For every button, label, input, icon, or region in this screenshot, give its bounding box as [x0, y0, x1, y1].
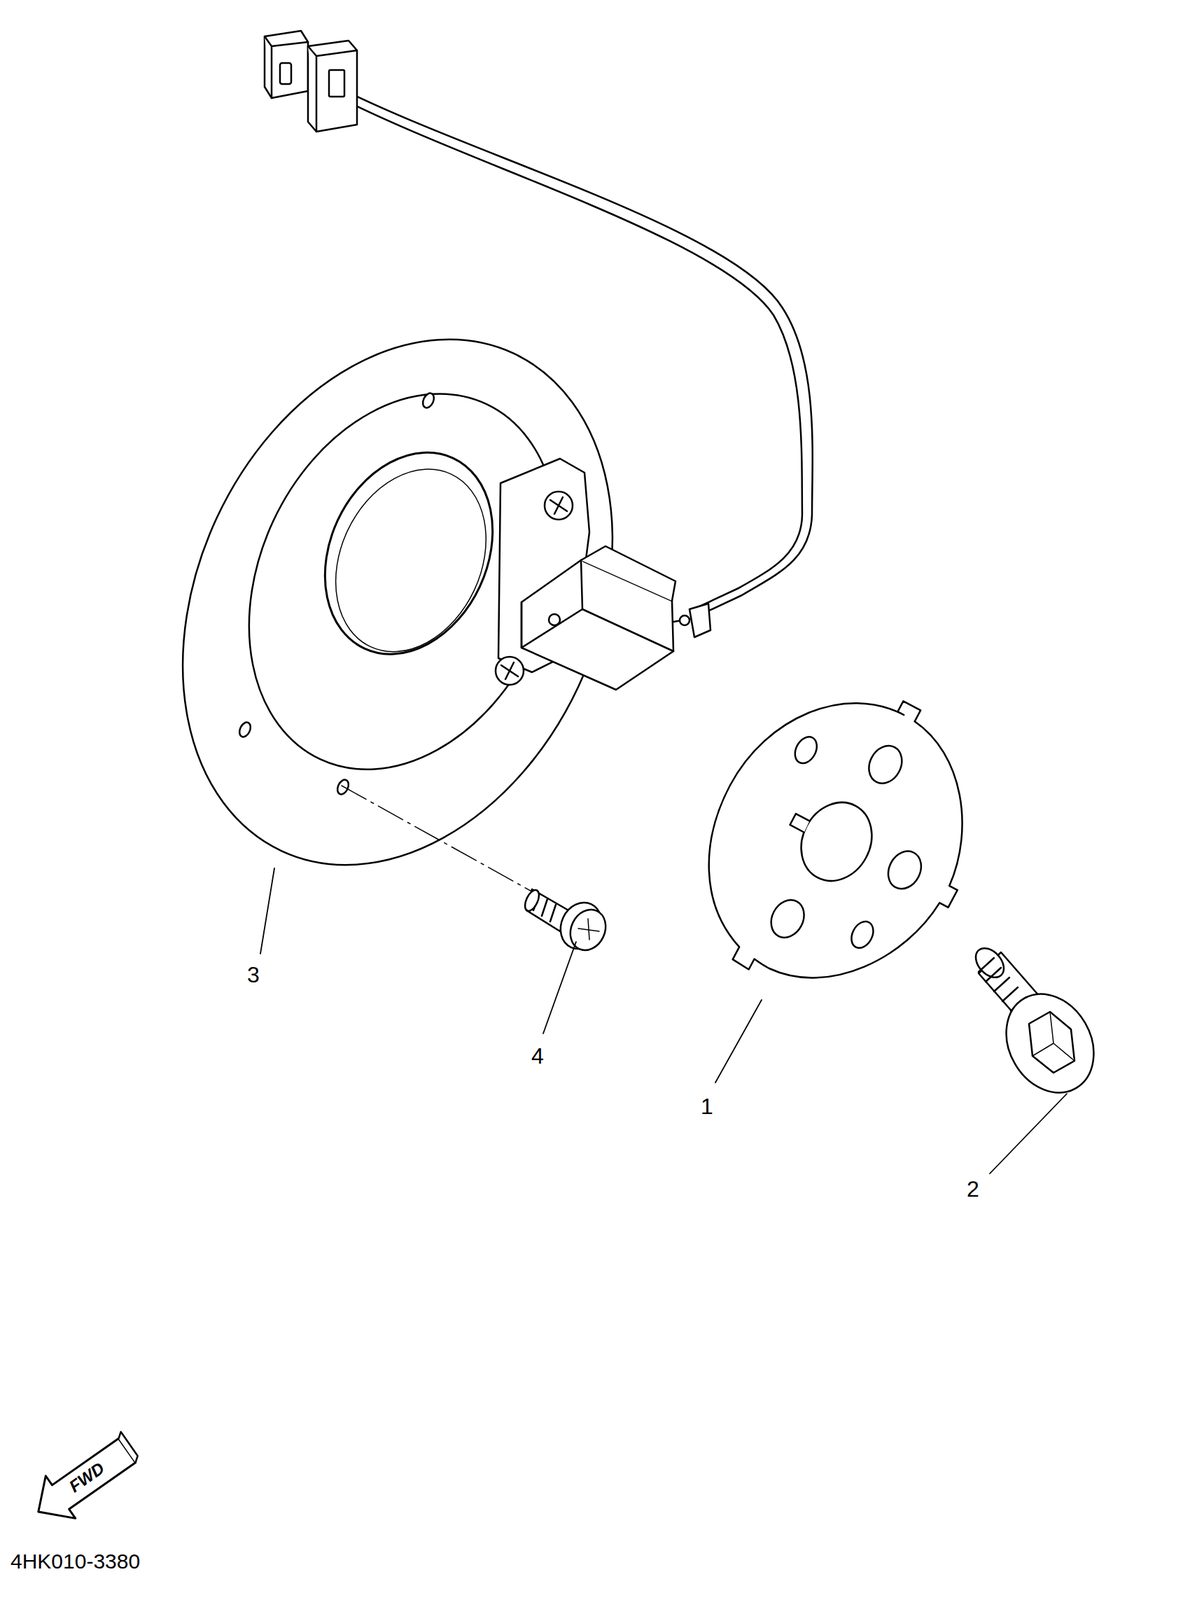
figure-code: 4HK010-3380	[10, 1550, 140, 1572]
pickup-coil	[495, 458, 711, 690]
leader-line	[260, 868, 1067, 1174]
callout-number: 1	[700, 1094, 714, 1118]
callout-number: 2	[966, 1177, 980, 1200]
timing-rotor	[658, 647, 1025, 1039]
callout-number: 3	[247, 963, 260, 986]
forward-arrow	[23, 1425, 147, 1534]
bolt	[970, 942, 1111, 1109]
pickup-plate	[100, 268, 695, 935]
plate-hole	[237, 391, 437, 796]
wire-coupler	[264, 30, 357, 132]
screw	[341, 785, 612, 956]
callout-number: 4	[531, 1044, 544, 1067]
